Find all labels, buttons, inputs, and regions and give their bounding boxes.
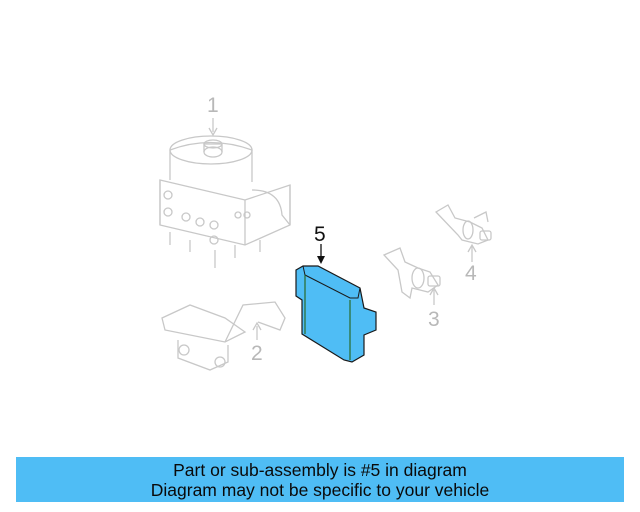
callout-3[interactable]: 3 xyxy=(428,308,440,331)
callout-5[interactable]: 5 xyxy=(314,223,326,246)
callout-4[interactable]: 4 xyxy=(465,262,477,285)
banner-line-2: Diagram may not be specific to your vehi… xyxy=(150,479,490,500)
part-3-sensor[interactable] xyxy=(382,247,441,300)
parts-diagram: 1 2 3 4 5 xyxy=(159,94,492,371)
callout-2[interactable]: 2 xyxy=(251,342,263,365)
part-2-bracket[interactable] xyxy=(161,301,286,371)
callout-1[interactable]: 1 xyxy=(207,94,219,117)
banner-line-1: Part or sub-assembly is #5 in diagram xyxy=(173,459,467,480)
part-1-abs-unit[interactable] xyxy=(159,135,291,268)
part-5-control-module[interactable] xyxy=(295,265,377,363)
part-4-sensor[interactable] xyxy=(434,204,492,245)
info-banner: Part or sub-assembly is #5 in diagram Di… xyxy=(16,457,624,502)
